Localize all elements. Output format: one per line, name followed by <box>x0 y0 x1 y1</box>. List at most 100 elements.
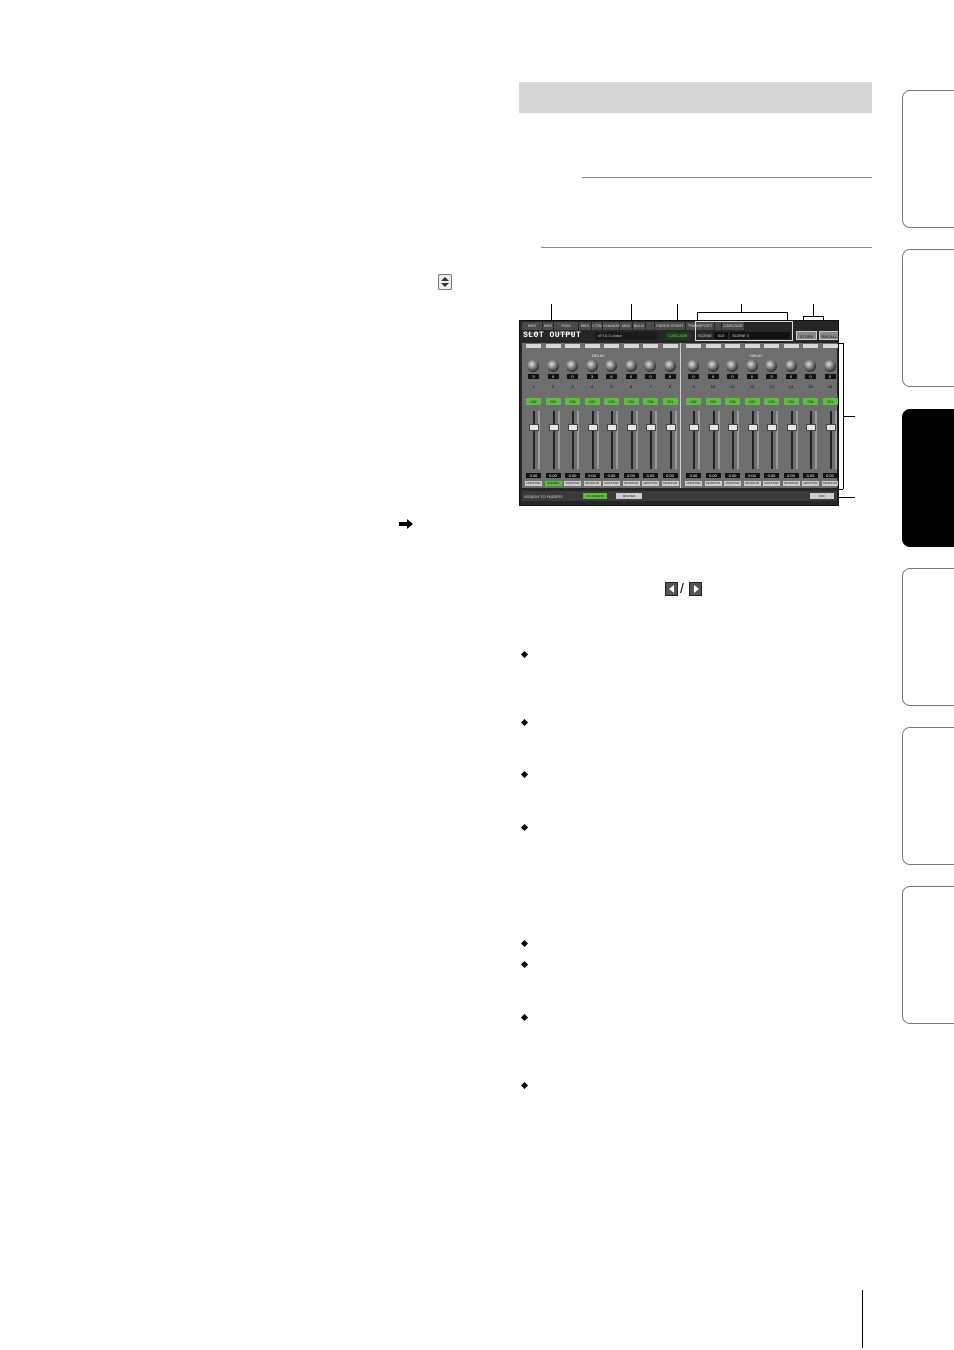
output-select-label[interactable]: MONITOR <box>642 481 659 486</box>
output-select-label[interactable]: MONITOR <box>704 481 722 486</box>
channel-on-button[interactable]: ON <box>643 398 658 405</box>
link-button[interactable] <box>764 344 779 348</box>
screen-tab[interactable]: CHANGE <box>603 322 621 330</box>
fader-handle[interactable] <box>806 424 816 431</box>
link-button[interactable] <box>744 344 760 348</box>
screen-tab[interactable]: MIDI SETUP <box>522 322 542 336</box>
channel-on-button[interactable]: ON <box>705 398 721 405</box>
channel-on-button[interactable]: ON <box>662 398 678 405</box>
fader-handle[interactable] <box>747 424 758 431</box>
channel-on-button[interactable]: ON <box>565 398 580 405</box>
output-select-label[interactable]: MONITOR <box>622 481 640 486</box>
delay-knob[interactable] <box>745 360 758 372</box>
screen-tab[interactable]: MIDI <box>579 322 591 330</box>
master-button[interactable]: MASTER <box>616 493 642 499</box>
link-button[interactable] <box>783 344 799 348</box>
link-button[interactable] <box>686 344 701 348</box>
off-button[interactable]: OFF <box>810 493 834 499</box>
delay-knob[interactable] <box>663 360 676 372</box>
channel-on-button[interactable]: ON <box>822 398 838 405</box>
fader-handle[interactable] <box>689 424 699 431</box>
screen-tab[interactable] <box>715 322 721 330</box>
delay-knob[interactable] <box>706 360 719 372</box>
delay-knob[interactable] <box>624 360 637 372</box>
link-button[interactable] <box>705 344 721 348</box>
fader-handle[interactable] <box>548 424 559 431</box>
screen-tab[interactable]: CTRL <box>592 322 603 330</box>
output-select-label[interactable]: MONITOR <box>661 481 679 486</box>
output-select-label[interactable]: STEREO <box>544 481 562 486</box>
channel-on-button[interactable]: ON <box>623 398 639 405</box>
screen-tab[interactable]: MIDI <box>620 322 632 330</box>
output-select-label[interactable]: MONITOR <box>724 481 741 486</box>
link-button[interactable] <box>584 344 600 348</box>
fader-handle[interactable] <box>587 424 598 431</box>
screen-tab[interactable] <box>646 322 654 330</box>
link-button[interactable] <box>725 344 740 348</box>
link-button[interactable] <box>565 344 580 348</box>
output-select-label[interactable]: MONITOR <box>763 481 780 486</box>
fader-handle[interactable] <box>665 424 676 431</box>
faders-on-button[interactable]: ON FADERS <box>583 493 607 499</box>
link-button[interactable] <box>604 344 619 348</box>
output-select-label[interactable]: MONITOR <box>782 481 800 486</box>
recall-button[interactable]: RECALL <box>819 331 838 340</box>
fader-handle[interactable] <box>568 424 578 431</box>
screen-tab[interactable]: PGM CHANGE <box>554 322 578 336</box>
link-button[interactable] <box>662 344 678 348</box>
channel-on-button[interactable]: ON <box>686 398 701 405</box>
link-button[interactable] <box>526 344 541 348</box>
screen-title: SLOT OUTPUT <box>523 331 582 340</box>
fader-handle[interactable] <box>786 424 797 431</box>
delay-knob[interactable] <box>765 360 777 372</box>
output-select-label[interactable]: MONITOR <box>802 481 819 486</box>
delay-knob[interactable] <box>546 360 559 372</box>
fader-handle[interactable] <box>626 424 637 431</box>
fader-handle[interactable] <box>728 424 738 431</box>
delay-knob[interactable] <box>585 360 598 372</box>
screen-tab[interactable]: BULK <box>633 322 645 330</box>
channel-on-button[interactable]: ON <box>744 398 760 405</box>
delay-knob[interactable] <box>566 360 578 372</box>
fader-handle[interactable] <box>767 424 777 431</box>
output-select-label[interactable]: MONITOR <box>525 481 542 486</box>
delay-knob[interactable] <box>804 360 816 372</box>
delay-knob[interactable] <box>644 360 656 372</box>
output-select-label[interactable]: MONITOR <box>564 481 581 486</box>
fader-handle[interactable] <box>825 424 836 431</box>
delay-knob[interactable] <box>823 360 836 372</box>
fader-handle[interactable] <box>529 424 539 431</box>
output-select-label[interactable]: MONITOR <box>603 481 620 486</box>
link-button[interactable] <box>623 344 639 348</box>
store-button[interactable]: STORE <box>796 331 817 340</box>
link-button[interactable] <box>803 344 818 348</box>
delay-knob[interactable] <box>726 360 738 372</box>
channel-on-button[interactable]: ON <box>604 398 619 405</box>
link-button[interactable] <box>545 344 561 348</box>
channel-on-button[interactable]: ON <box>584 398 600 405</box>
screen-tab[interactable]: CASCADE <box>722 322 744 330</box>
channel-on-button[interactable]: ON <box>803 398 818 405</box>
delay-knob[interactable] <box>527 360 539 372</box>
delay-knob[interactable] <box>605 360 617 372</box>
fader-handle[interactable] <box>646 424 656 431</box>
delay-knob[interactable] <box>784 360 797 372</box>
channel-on-button[interactable]: ON <box>545 398 561 405</box>
fader-handle[interactable] <box>607 424 617 431</box>
output-select-label[interactable]: MONITOR <box>743 481 761 486</box>
screen-tab[interactable]: MIDI <box>543 322 553 330</box>
channel-on-button[interactable]: ON <box>783 398 799 405</box>
output-select-label[interactable]: MONITOR <box>821 481 838 486</box>
output-select-label[interactable]: MONITOR <box>583 481 601 486</box>
channel-on-button[interactable]: ON <box>764 398 779 405</box>
screen-tab[interactable]: TRANSPORT <box>686 322 714 330</box>
channel-on-button[interactable]: ON <box>725 398 740 405</box>
delay-knob[interactable] <box>687 360 699 372</box>
screen-tab[interactable]: FADER START <box>655 322 685 330</box>
channel-on-button[interactable]: ON <box>526 398 541 405</box>
link-button[interactable] <box>822 344 838 348</box>
link-button[interactable] <box>643 344 658 348</box>
fader-handle[interactable] <box>708 424 719 431</box>
output-select-label[interactable]: MONITOR <box>685 481 702 486</box>
